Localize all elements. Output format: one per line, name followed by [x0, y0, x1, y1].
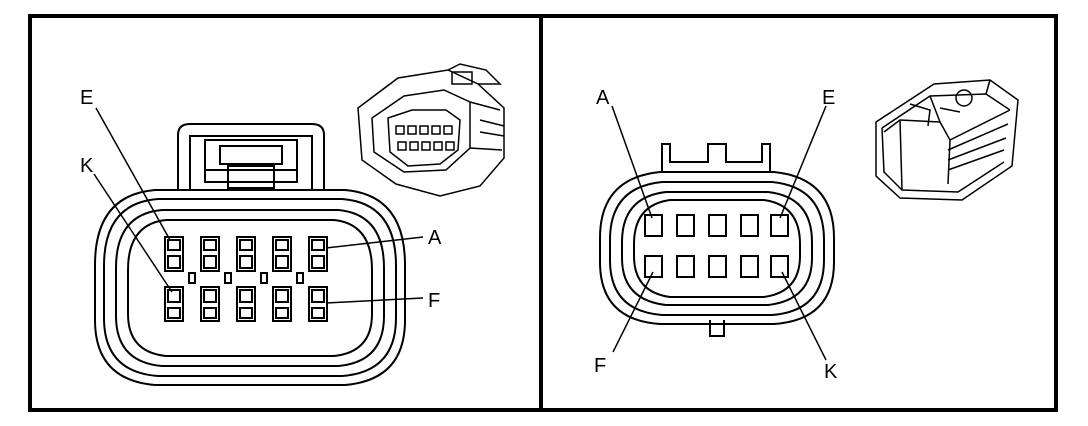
right-label-F: F — [594, 355, 606, 377]
left-terminal-top-row — [164, 236, 328, 272]
left-connector-face — [94, 123, 406, 386]
left-label-A: A — [428, 227, 442, 249]
right-label-A: A — [596, 87, 610, 109]
left-terminal-bottom-row — [164, 286, 328, 322]
left-iso-pins — [395, 125, 455, 151]
right-leader-lines — [611, 105, 827, 361]
left-terminal-grid — [164, 236, 328, 322]
left-terminal-keys — [188, 272, 304, 284]
right-label-E: E — [822, 87, 835, 109]
left-labels: E K A F — [80, 87, 442, 312]
left-connector-iso-image — [357, 63, 505, 197]
left-label-E: E — [80, 87, 93, 109]
left-label-K: K — [80, 155, 94, 177]
right-connector-iso-image — [875, 79, 1019, 201]
right-connector-face — [599, 143, 835, 337]
panel-borders — [28, 14, 1058, 412]
right-terminal-grid — [644, 214, 789, 278]
left-leader-lines — [93, 107, 424, 304]
right-terminal-top-row — [644, 214, 789, 237]
right-terminal-bottom-row — [644, 255, 789, 278]
right-label-K: K — [824, 361, 838, 383]
left-label-F: F — [428, 290, 440, 312]
right-labels: A E F K — [594, 87, 838, 383]
